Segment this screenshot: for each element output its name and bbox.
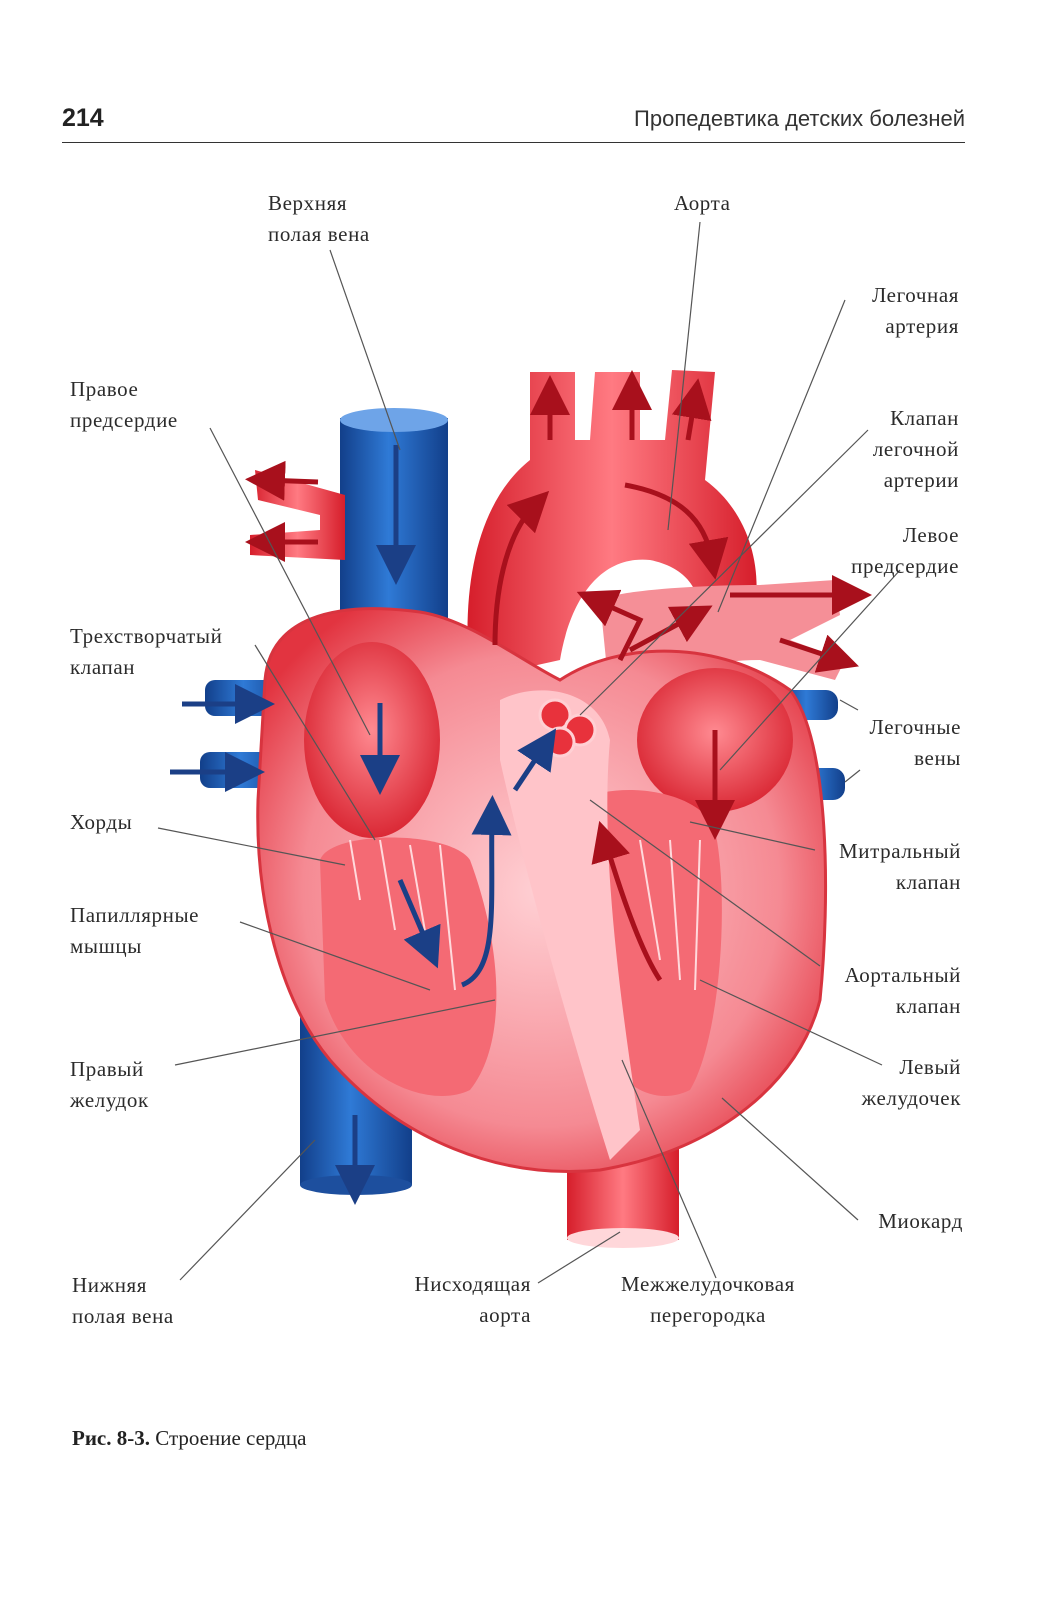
running-title: Пропедевтика детских болезней: [634, 106, 965, 131]
label-chordae: Хорды: [70, 810, 133, 834]
label-aorta: Аорта: [674, 191, 731, 215]
aortic-arch: [467, 370, 757, 680]
right-atrium-chamber: [304, 642, 440, 838]
caption-text: Строение сердца: [155, 1426, 307, 1450]
interventricular-septum: [500, 690, 640, 1160]
leader-lines: [157, 221, 901, 1284]
caption-prefix: Рис. 8-3.: [72, 1426, 150, 1450]
flow-arrows: [170, 370, 872, 1205]
page-number: 214: [62, 104, 104, 132]
label-myocardium: Миокард: [878, 1209, 963, 1233]
page-header: 214 Пропедевтика детских болезней: [62, 100, 965, 143]
figure-caption: Рис. 8-3. Строение сердца: [72, 1426, 306, 1451]
